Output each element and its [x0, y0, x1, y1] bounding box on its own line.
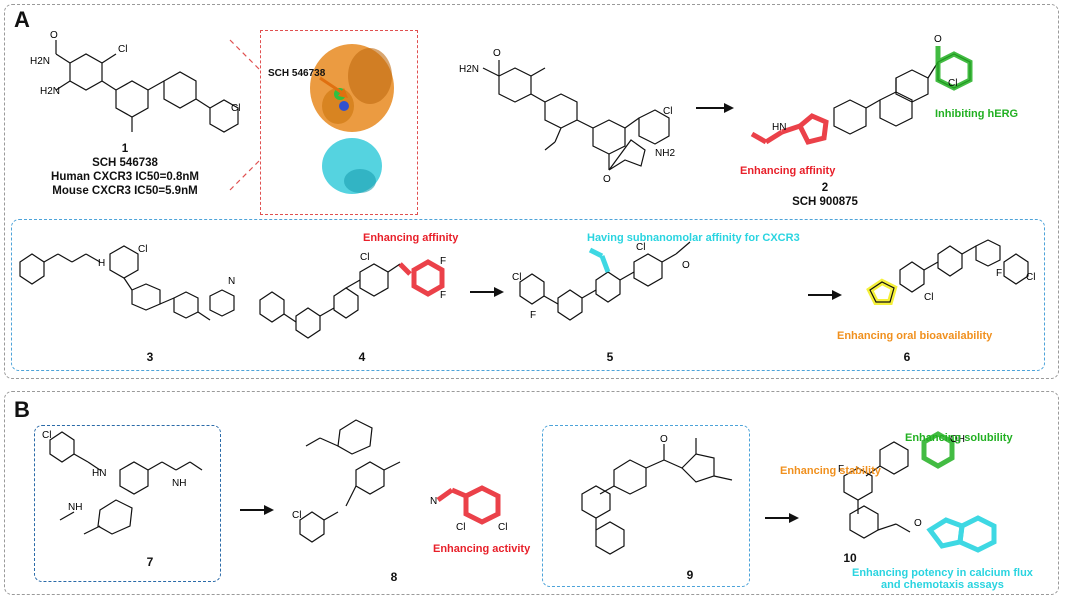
compound-7-number: 7 [146, 555, 154, 569]
atom-o-c5: O [682, 260, 690, 271]
panel-a-label: A [14, 7, 30, 32]
compound-1-name: SCH 546738 [92, 157, 158, 169]
arrow-7-to-8 [240, 505, 274, 515]
atom-o-int2: O [603, 174, 611, 185]
compound-2-number: 2 [821, 182, 829, 194]
atom-cl-2: Cl [231, 103, 240, 114]
arrow-5-to-6 [808, 290, 842, 300]
atom-cl: Cl [118, 44, 127, 55]
panel-a [4, 4, 1059, 379]
compound-1-number: 1 [121, 143, 129, 155]
atom-f-c5: F [530, 310, 536, 321]
atom-cl-c4: Cl [360, 252, 369, 263]
atom-cl-c8-3: Cl [498, 522, 507, 533]
atom-cl-int: Cl [663, 106, 672, 117]
compound-3-structure: H Cl N [19, 244, 235, 321]
atom-h2n-2: H2N [40, 86, 60, 97]
annotation-potency-line1: Enhancing potency in calcium flux [852, 567, 1033, 579]
atom-cl-c2: Cl [948, 78, 957, 89]
atom-nh2-int: NH2 [655, 148, 675, 159]
annotation-enhancing-activity: Enhancing activity [433, 543, 531, 555]
atom-n-c3: N [228, 276, 235, 287]
atom-f-c4: F [440, 256, 446, 267]
annotation-enhancing-stability: Enhancing stability [780, 465, 881, 477]
protein-structure-box [260, 30, 418, 215]
annotation-potency-line2: and chemotaxis assays [881, 579, 1004, 591]
atom-oh-c10: OH [950, 434, 965, 445]
atom-cl-c6: Cl [924, 292, 933, 303]
compound-1-mouse-ic50: Mouse CXCR3 IC50=5.9nM [52, 185, 198, 197]
annotation-inhibiting-herg: Inhibiting hERG [935, 108, 1019, 120]
compound-10-structure: OH F O [838, 431, 997, 553]
atom-cl-c5-2: Cl [512, 272, 521, 283]
panel-b-label: B [14, 397, 30, 422]
compound-3-number: 3 [146, 350, 154, 364]
atom-nh-c7-2: NH [68, 502, 82, 513]
compound-5-number: 5 [606, 350, 614, 364]
atom-f-c6: F [996, 268, 1002, 279]
protein-ribbon [310, 44, 394, 194]
atom-f-c10: F [838, 464, 844, 475]
compound-6-number: 6 [903, 350, 911, 364]
compound-1-structure: H2N H2N O Cl Cl [30, 30, 240, 133]
compound-10-number: 10 [843, 551, 857, 565]
atom-h2n: H2N [30, 56, 50, 67]
atom-cl-c6-2: Cl [1026, 272, 1035, 283]
compound-9-structure: O [581, 434, 733, 555]
atom-cl-c3: Cl [138, 244, 147, 255]
atom-hn-c2: HN [772, 122, 786, 133]
atom-o-c2: O [934, 34, 942, 45]
annotation-enhancing-affinity-4: Enhancing affinity [363, 232, 459, 244]
atom-o-int: O [493, 48, 501, 59]
atom-o-c9: O [660, 434, 668, 445]
compound-4-structure: Cl F F [259, 252, 446, 339]
compound-4-number: 4 [358, 350, 366, 364]
annotation-subnanomolar: Having subnanomolar affinity for CXCR3 [587, 232, 800, 244]
compound-1-caption: 1 SCH 546738 Human CXCR3 IC50=0.8nM Mous… [40, 142, 210, 198]
protein-pointer-arrow [319, 76, 348, 98]
arrow-9-to-10 [765, 513, 799, 523]
protein-ligand-label: SCH 546738 [268, 68, 326, 79]
atom-cl-c8-2: Cl [456, 522, 465, 533]
atom-cl-c5: Cl [636, 242, 645, 253]
compound-intermediate-structure: H2N O O Cl NH2 [459, 48, 675, 185]
panel-b [4, 391, 1059, 595]
atom-h2n-int: H2N [459, 64, 479, 75]
annotation-enhancing-affinity-a: Enhancing affinity [740, 165, 836, 177]
compound-2-structure: HN Cl O [750, 34, 973, 145]
compound-5-structure: Cl Cl F O [512, 241, 691, 321]
leader-lines [229, 39, 261, 191]
atom-cl-c8: Cl [292, 510, 301, 521]
compound-7-structure: Cl HN NH NH [42, 430, 203, 535]
annotation-oral-bioavailability: Enhancing oral bioavailability [837, 330, 993, 342]
annotation-enhancing-solubility: Enhancing solubility [905, 432, 1013, 444]
compound-8-structure: Cl Cl Cl N [292, 419, 507, 543]
compound-9-number: 9 [686, 568, 694, 582]
atom-f-c4-2: F [440, 290, 446, 301]
compound-7-box [34, 425, 221, 582]
atom-hn-c7: HN [92, 468, 106, 479]
compound-2-caption: 2 SCH 900875 [770, 181, 880, 209]
atom-o-c10: O [914, 518, 922, 529]
arrow-4-to-5 [470, 287, 504, 297]
compound-1-human-ic50: Human CXCR3 IC50=0.8nM [51, 171, 199, 183]
atom-o: O [50, 30, 58, 41]
compound-9-box [542, 425, 750, 587]
atom-n-c8: N [430, 496, 437, 507]
compound-6-structure: Cl Cl F [866, 239, 1035, 305]
atom-nh-c7: NH [172, 478, 186, 489]
atom-nh-c3: H [98, 258, 105, 269]
series-3-6-box [11, 219, 1045, 371]
atom-cl-c7: Cl [42, 430, 51, 441]
arrow-to-compound-2 [696, 103, 734, 113]
compound-8-number: 8 [390, 570, 398, 584]
compound-2-name: SCH 900875 [792, 196, 858, 208]
annotation-enhancing-potency: Enhancing potency in calcium flux and ch… [852, 567, 1033, 591]
